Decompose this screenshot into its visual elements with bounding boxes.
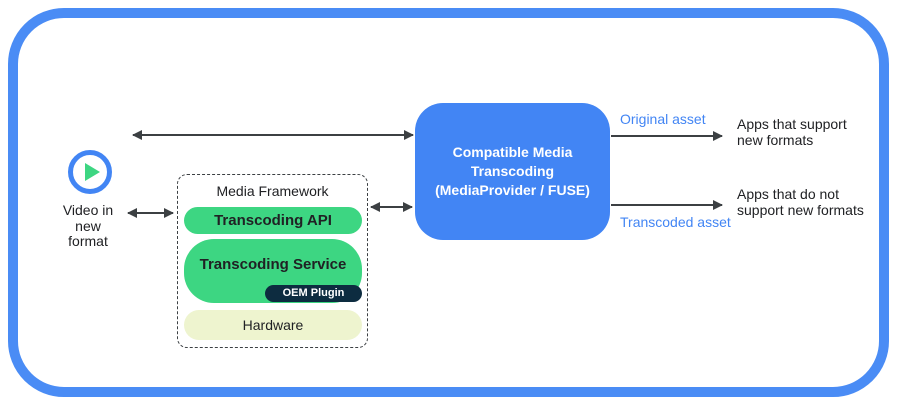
arrow-source-to-framework: [127, 207, 174, 219]
arrow-line: [371, 206, 412, 208]
arrow-transcoded-asset: [610, 199, 723, 211]
apps-support-label: Apps that support new formats: [737, 116, 847, 148]
compatible-media-transcoding-label: Compatible Media Transcoding (MediaProvi…: [435, 144, 590, 198]
transcoded-asset-label: Transcoded asset: [620, 214, 731, 230]
play-triangle-icon: [85, 163, 100, 181]
arrow-line: [133, 134, 413, 136]
diagram-border: [8, 8, 889, 397]
arrow-line: [611, 135, 722, 137]
video-source-label: Video in new format: [62, 202, 114, 249]
transcoding-service-label: Transcoding Service: [199, 256, 347, 273]
arrow-original-asset: [610, 130, 723, 142]
arrow-framework-to-transcoder: [370, 201, 413, 213]
transcoding-api-pill: Transcoding API: [184, 207, 362, 234]
transcoding-service-pill: Transcoding Service OEM Plugin: [184, 239, 362, 303]
play-icon: [68, 150, 112, 194]
media-framework-title: Media Framework: [216, 183, 329, 199]
apps-no-support-label: Apps that do not support new formats: [737, 186, 864, 218]
arrow-line: [611, 204, 722, 206]
oem-plugin-pill: OEM Plugin: [265, 285, 362, 302]
arrow-line: [128, 212, 173, 214]
arrow-source-to-transcoder: [132, 129, 414, 141]
media-framework-box: Media Framework Transcoding API Transcod…: [177, 174, 368, 348]
compatible-media-transcoding-box: Compatible Media Transcoding (MediaProvi…: [415, 103, 610, 240]
hardware-pill: Hardware: [184, 310, 362, 340]
original-asset-label: Original asset: [620, 111, 706, 127]
